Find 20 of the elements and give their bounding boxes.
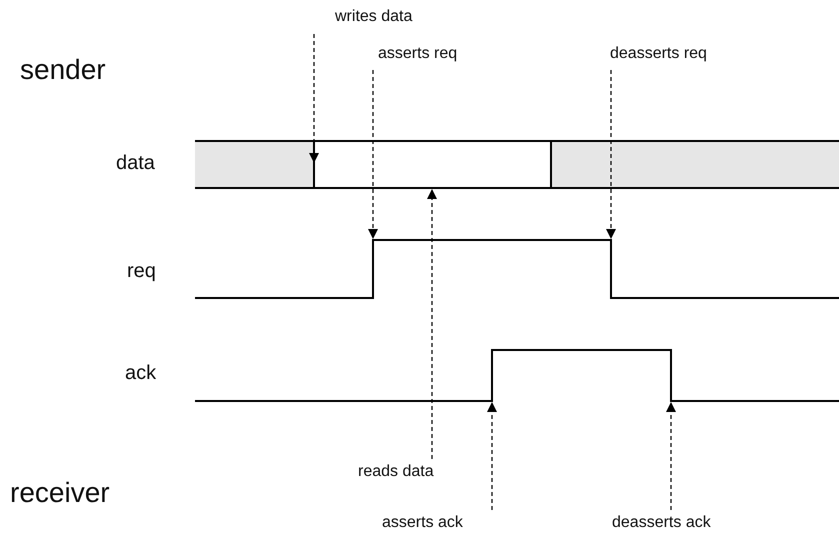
- signal-name: data: [116, 152, 155, 175]
- data-bus-waveform: [194, 140, 839, 189]
- annotation-text: reads data: [358, 463, 434, 482]
- ack-waveform: [195, 349, 839, 402]
- leader-arrow: [666, 402, 676, 510]
- leader-arrow: [309, 34, 319, 163]
- annotation-text: asserts req: [378, 45, 458, 64]
- role-label: sender: [20, 54, 106, 86]
- annotation-text: writes data: [335, 8, 412, 26]
- role-label: receiver: [10, 477, 110, 510]
- annotation-text: asserts ack: [382, 514, 463, 532]
- leader-arrow: [368, 70, 378, 239]
- leader-arrow: [606, 70, 616, 239]
- signal-name: ack: [125, 362, 156, 385]
- leader-arrow: [487, 402, 497, 510]
- req-waveform: [195, 239, 839, 299]
- annotation-text: deasserts req: [610, 45, 707, 64]
- signal-name: req: [127, 260, 156, 283]
- annotation-text: deasserts ack: [612, 514, 711, 532]
- leader-arrow: [427, 189, 437, 459]
